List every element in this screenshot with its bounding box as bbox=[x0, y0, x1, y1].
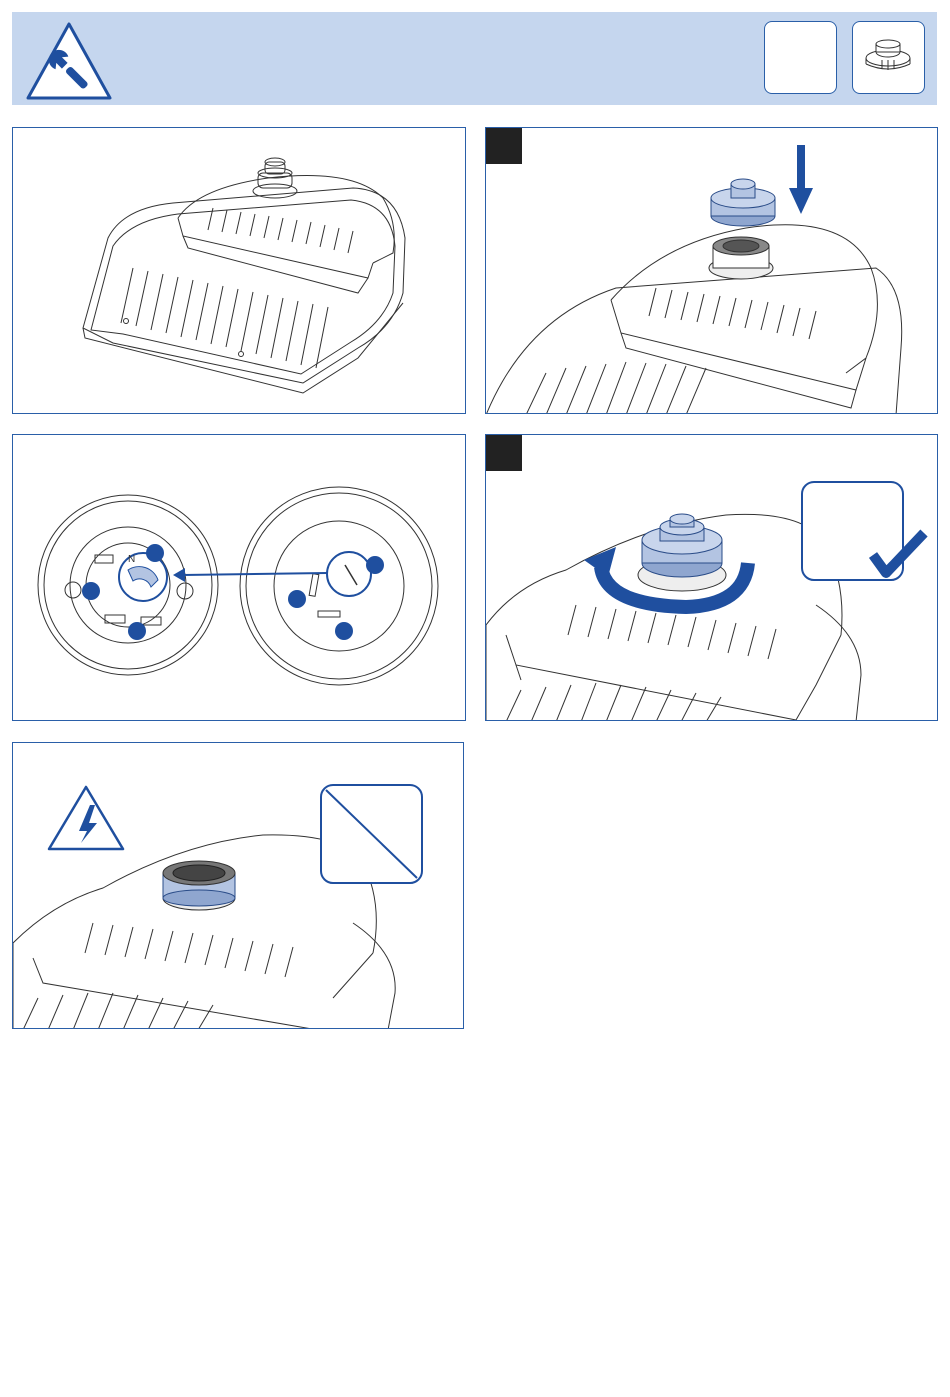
align-prongs-illustration: N bbox=[13, 435, 466, 721]
panel-align-prongs: N bbox=[12, 434, 466, 721]
arrow-down-icon bbox=[789, 145, 813, 214]
insert-photocell-illustration bbox=[486, 128, 938, 414]
lightning-icon bbox=[49, 787, 123, 849]
photocell-receptacle-thumb bbox=[852, 21, 925, 94]
twist-lock-illustration bbox=[486, 435, 938, 721]
header-band bbox=[12, 12, 937, 105]
panel-power-on bbox=[12, 742, 464, 1029]
fixture-illustration bbox=[13, 128, 466, 414]
neutral-marker: N bbox=[128, 554, 135, 565]
align-arrow-icon bbox=[173, 568, 327, 582]
power-on-illustration bbox=[13, 743, 464, 1029]
blank-indicator-box bbox=[764, 21, 837, 94]
panel-fixture-overview bbox=[12, 127, 466, 414]
photocell-receptacle-icon bbox=[853, 22, 923, 92]
wrench-icon bbox=[24, 20, 114, 102]
panel-insert-photocell bbox=[485, 127, 938, 414]
panel-twist-lock bbox=[485, 434, 938, 721]
